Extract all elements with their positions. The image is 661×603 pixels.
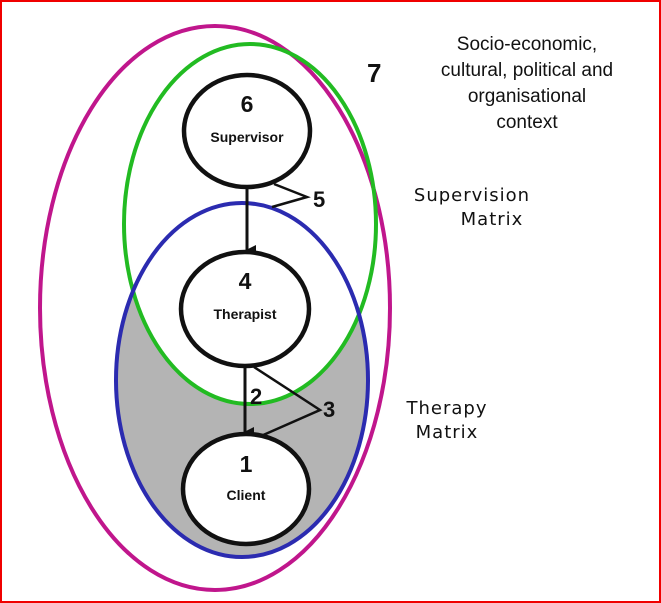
therapy-matrix-line: Therapy	[406, 398, 488, 419]
supervision-matrix-label: Supervision Matrix	[392, 184, 552, 232]
context-number: 7	[367, 58, 381, 88]
therapy-matrix-line: Matrix	[415, 422, 479, 443]
client-node: 1 Client	[180, 431, 312, 547]
supervision-matrix-line: Supervision	[413, 185, 531, 206]
supervisor-node: 6 Supervisor	[181, 72, 313, 190]
therapy-relationship-number: 3	[323, 397, 335, 422]
therapy-intervention-number: 2	[250, 384, 262, 409]
supervisor-label: Supervisor	[210, 129, 284, 145]
supervision-matrix-line: Matrix	[460, 209, 524, 230]
context-label: Socio-economic, cultural, political and …	[407, 32, 647, 136]
therapist-number: 4	[239, 268, 252, 294]
therapy-matrix-ellipse	[114, 201, 370, 559]
context-label-line: Socio-economic,	[456, 34, 598, 55]
supervisor-circle	[181, 72, 313, 190]
client-circle	[180, 431, 312, 547]
supervisor-number: 6	[241, 91, 254, 117]
client-label: Client	[227, 487, 266, 503]
context-label-line: context	[496, 112, 558, 133]
therapy-relationship-wedge	[253, 365, 323, 438]
therapist-node: 4 Therapist	[178, 249, 312, 369]
therapy-matrix-label: Therapy Matrix	[377, 397, 517, 445]
client-number: 1	[240, 451, 253, 477]
supervision-matrix-ellipse	[122, 42, 378, 406]
supervision-relationship-number: 5	[313, 187, 325, 212]
therapist-label: Therapist	[213, 306, 276, 322]
context-ellipse	[38, 24, 392, 592]
context-label-line: cultural, political and	[440, 60, 614, 81]
therapist-circle	[178, 249, 312, 369]
context-label-line: organisational	[467, 86, 587, 107]
supervision-relationship-wedge	[271, 182, 311, 209]
